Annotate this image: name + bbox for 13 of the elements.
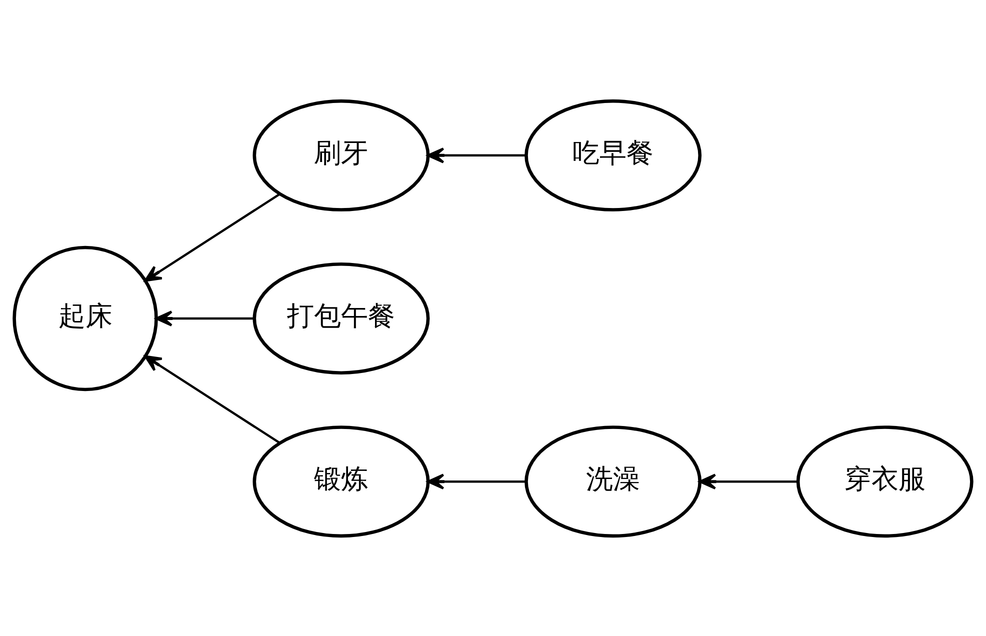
arrow	[155, 310, 254, 326]
node-circle: 起床	[12, 245, 158, 391]
node-ellipse: 穿衣服	[796, 425, 974, 538]
arrow	[427, 473, 526, 490]
arrow	[698, 473, 798, 490]
node-ellipse: 刷牙	[252, 98, 430, 211]
node-ellipse: 锻炼	[252, 425, 430, 538]
node-ellipse: 吃早餐	[524, 98, 702, 211]
node-ellipse: 洗澡	[524, 425, 702, 538]
node-ellipse: 打包午餐	[252, 262, 430, 374]
arrow	[144, 192, 280, 282]
arrow	[144, 354, 280, 444]
arrow	[427, 146, 526, 163]
